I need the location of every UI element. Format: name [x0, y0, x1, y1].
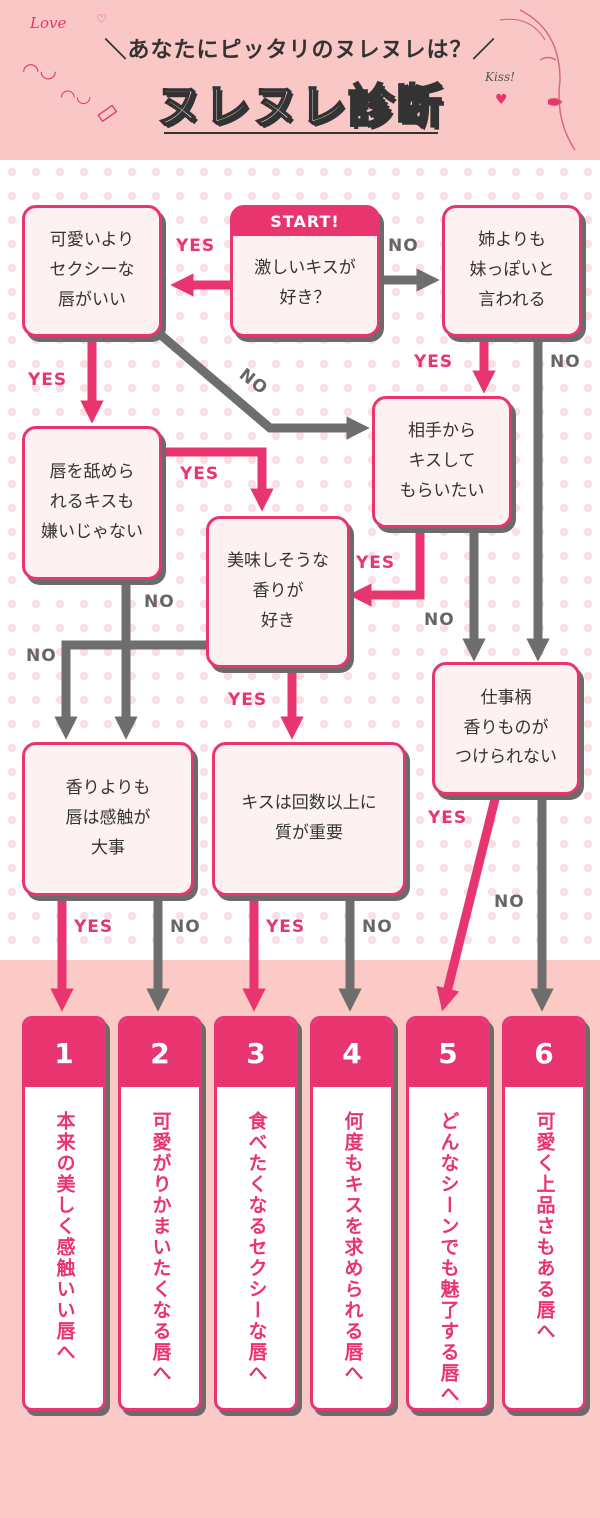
- result-text: 何度もキスを求められる唇へ: [341, 1111, 364, 1384]
- result-number: 2: [121, 1019, 199, 1087]
- label-no: NO: [494, 892, 525, 912]
- question-partner: 相手から キスして もらいたい: [372, 396, 512, 528]
- start-question: 激しいキスが 好き？: [254, 258, 356, 308]
- question-text: 香りよりも 唇は感触が 大事: [65, 778, 151, 858]
- label-yes: YES: [28, 370, 68, 390]
- question-text: 唇を舐めら れるキスも 嫌いじゃない: [41, 462, 143, 542]
- result-number: 4: [313, 1019, 391, 1087]
- label-no: NO: [170, 917, 201, 937]
- page-subtitle: ＼あなたにピッタリのヌレヌレは？／: [104, 38, 496, 63]
- title-underline: [164, 132, 438, 134]
- result-number: 6: [505, 1019, 583, 1087]
- question-text: 仕事柄 香りものが つけられない: [455, 687, 557, 768]
- result-card-1: 1 本来の美しく感触いい唇へ: [22, 1016, 106, 1411]
- question-text: 相手から キスして もらいたい: [399, 421, 485, 501]
- result-card-4: 4 何度もキスを求められる唇へ: [310, 1016, 394, 1411]
- label-yes: YES: [356, 553, 396, 573]
- question-job-scent: 仕事柄 香りものが つけられない: [432, 662, 580, 795]
- result-text: 食べたくなるセクシーな唇へ: [245, 1111, 268, 1384]
- arrow-job-yes: [436, 793, 501, 1012]
- arrow-partner-yes: [348, 528, 425, 607]
- result-text: 可愛く上品さもある唇へ: [533, 1111, 556, 1342]
- label-no: NO: [362, 917, 393, 937]
- question-text: 可愛いより セクシーな 唇がいい: [49, 230, 135, 310]
- label-yes: YES: [176, 236, 216, 256]
- arrow-cute-no: [152, 326, 370, 440]
- label-no: NO: [144, 592, 175, 612]
- question-lick: 唇を舐めら れるキスも 嫌いじゃない: [22, 426, 162, 580]
- question-quality: キスは回数以上に 質が重要: [212, 742, 406, 896]
- page-title: ヌレヌレ診断: [155, 78, 444, 134]
- question-tasty-scent: 美味しそうな 香りが 好き: [206, 516, 350, 668]
- result-number: 1: [25, 1019, 103, 1087]
- label-yes: YES: [414, 352, 454, 372]
- result-text: どんなシーンでも魅了する唇へ: [437, 1111, 460, 1405]
- label-yes: YES: [180, 464, 220, 484]
- result-card-6: 6 可愛く上品さもある唇へ: [502, 1016, 586, 1411]
- result-number: 5: [409, 1019, 487, 1087]
- kiss-doodle: Kiss!: [485, 70, 515, 84]
- result-number: 3: [217, 1019, 295, 1087]
- arrow-lick-yes: [162, 447, 274, 512]
- question-text: 美味しそうな 香りが 好き: [227, 551, 329, 631]
- question-text: キスは回数以上に 質が重要: [241, 793, 377, 843]
- label-yes: YES: [428, 808, 468, 828]
- header-curve: [0, 120, 600, 170]
- question-cute-sexy: 可愛いより セクシーな 唇がいい: [22, 205, 162, 337]
- result-card-5: 5 どんなシーンでも魅了する唇へ: [406, 1016, 490, 1411]
- start-node: START! 激しいキスが 好き？: [230, 205, 380, 337]
- face-doodle-icon: [499, 9, 576, 151]
- label-yes: YES: [74, 917, 114, 937]
- love-doodle: Love: [30, 14, 67, 32]
- start-label: START!: [233, 208, 377, 236]
- result-card-2: 2 可愛がりかまいたくなる唇へ: [118, 1016, 202, 1411]
- heart-doodle-icon: ♥: [495, 92, 508, 108]
- label-no: NO: [26, 646, 57, 666]
- question-sister: 姉よりも 妹っぽいと 言われる: [442, 205, 582, 337]
- label-no: NO: [550, 352, 581, 372]
- heart-doodle-icon: ♡: [96, 12, 107, 26]
- result-text: 可愛がりかまいたくなる唇へ: [149, 1111, 172, 1384]
- result-card-3: 3 食べたくなるセクシーな唇へ: [214, 1016, 298, 1411]
- lips-doodle-icon: ◠◡: [22, 58, 57, 82]
- label-yes: YES: [266, 917, 306, 937]
- label-yes: YES: [228, 690, 268, 710]
- question-scent-touch: 香りよりも 唇は感触が 大事: [22, 742, 194, 896]
- lips-doodle-icon: ◠◡: [60, 86, 92, 107]
- result-text: 本来の美しく感触いい唇へ: [53, 1111, 76, 1363]
- label-no: NO: [388, 236, 419, 256]
- question-text: 姉よりも 妹っぽいと 言われる: [469, 230, 555, 310]
- arrow-tasty-no: [54, 640, 208, 740]
- label-no: NO: [424, 610, 455, 630]
